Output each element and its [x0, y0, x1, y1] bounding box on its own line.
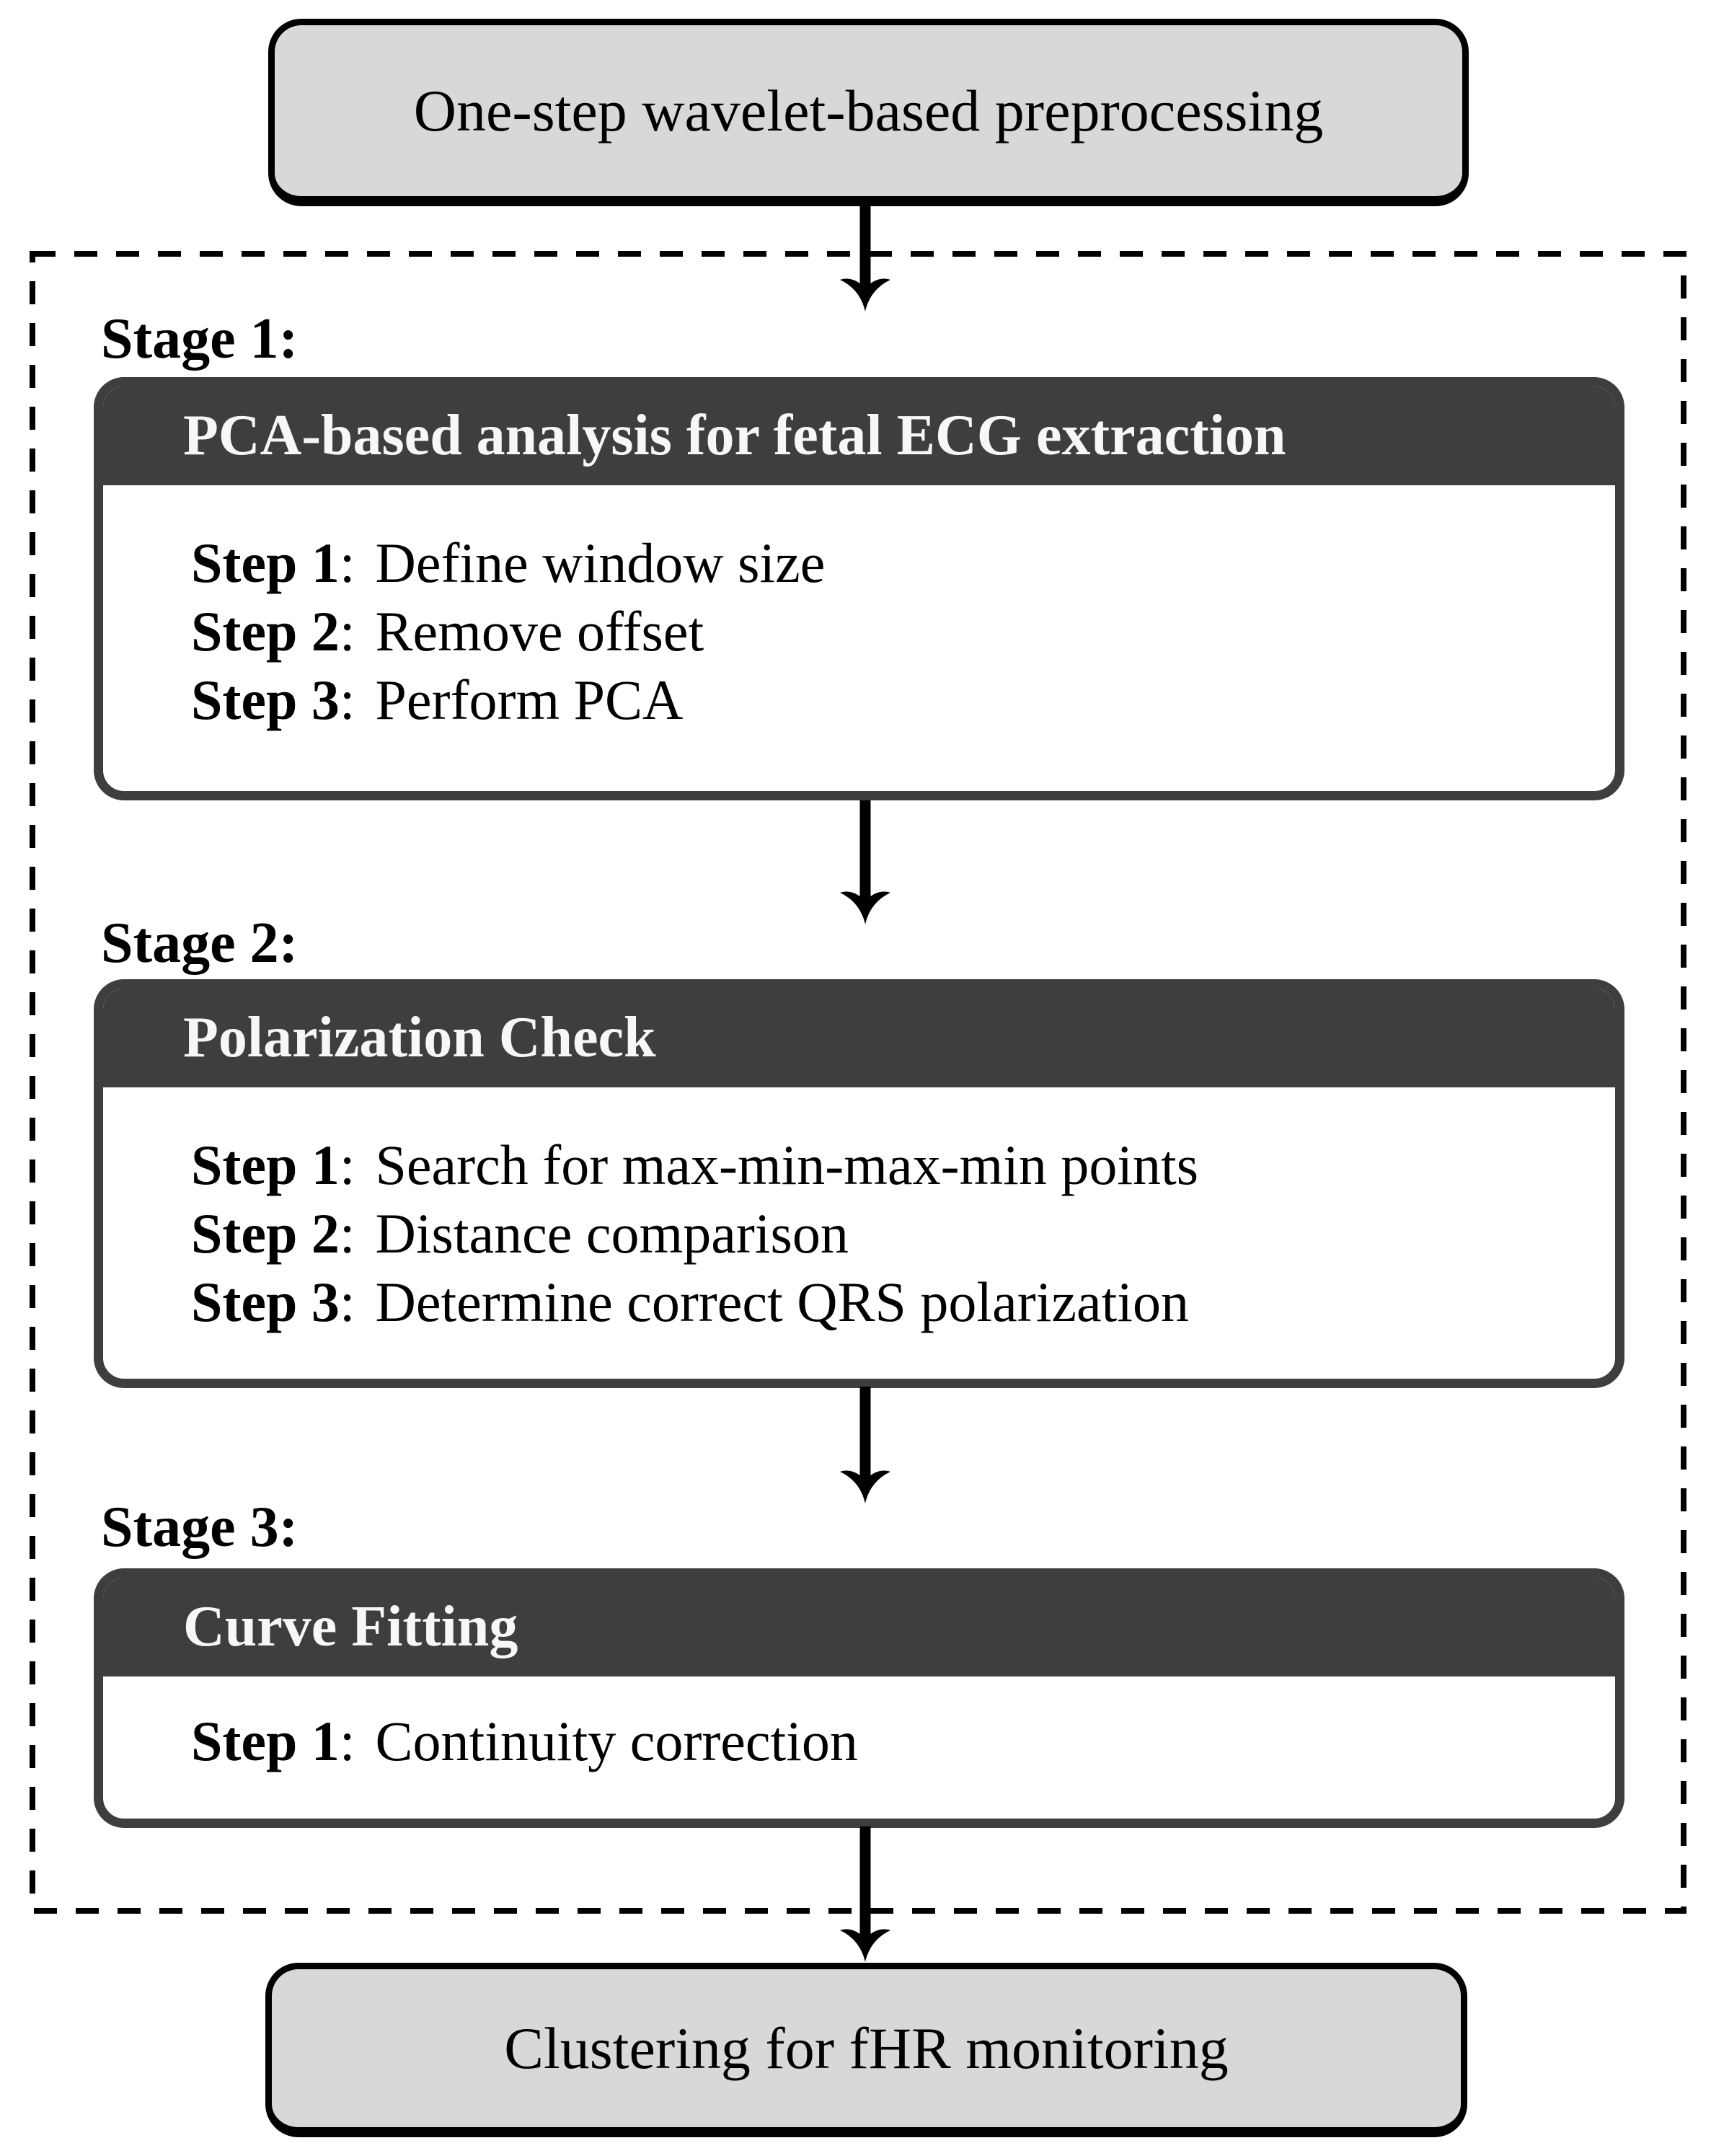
stage3-box: Curve Fitting Step 1:Continuity correcti… — [94, 1568, 1624, 1828]
down-arrow-icon — [840, 206, 890, 312]
stage3-header: Curve Fitting — [103, 1578, 1615, 1676]
step-line: Step 1:Continuity correction — [191, 1710, 858, 1772]
step-line: Step 2:Distance comparison — [191, 1202, 849, 1265]
step-line: Step 3:Determine correct QRS polarizatio… — [191, 1271, 1189, 1333]
stage1-steps: Step 1:Define window size Step 2:Remove … — [103, 485, 1615, 734]
clustering-box-label: Clustering for fHR monitoring — [504, 2015, 1229, 2081]
down-arrow-icon — [840, 800, 890, 924]
clustering-box: Clustering for fHR monitoring — [265, 1963, 1467, 2137]
preprocessing-box-label: One-step wavelet-based preprocessing — [413, 77, 1324, 143]
stage2-header: Polarization Check — [103, 989, 1615, 1087]
stage3-steps: Step 1:Continuity correction — [103, 1676, 1615, 1775]
down-arrow-icon — [840, 1387, 890, 1503]
stage1-label: Stage 1: — [101, 307, 299, 371]
stage1-box: PCA-based analysis for fetal ECG extract… — [94, 377, 1624, 800]
stage2-label: Stage 2: — [101, 911, 299, 975]
step-line: Step 2:Remove offset — [191, 600, 704, 663]
stage3-header-title: Curve Fitting — [183, 1594, 518, 1658]
down-arrow-icon — [840, 1826, 890, 1962]
stage1-header-title: PCA-based analysis for fetal ECG extract… — [183, 403, 1286, 467]
stage2-header-title: Polarization Check — [183, 1005, 656, 1069]
stage2-steps: Step 1:Search for max-min-max-min points… — [103, 1087, 1615, 1336]
stage1-header: PCA-based analysis for fetal ECG extract… — [103, 386, 1615, 485]
step-line: Step 1:Define window size — [191, 531, 826, 594]
stage2-box: Polarization Check Step 1:Search for max… — [94, 979, 1624, 1388]
preprocessing-box: One-step wavelet-based preprocessing — [268, 19, 1469, 206]
stage3-label: Stage 3: — [101, 1495, 299, 1559]
step-line: Step 3:Perform PCA — [191, 668, 684, 731]
step-line: Step 1:Search for max-min-max-min points — [191, 1134, 1199, 1196]
